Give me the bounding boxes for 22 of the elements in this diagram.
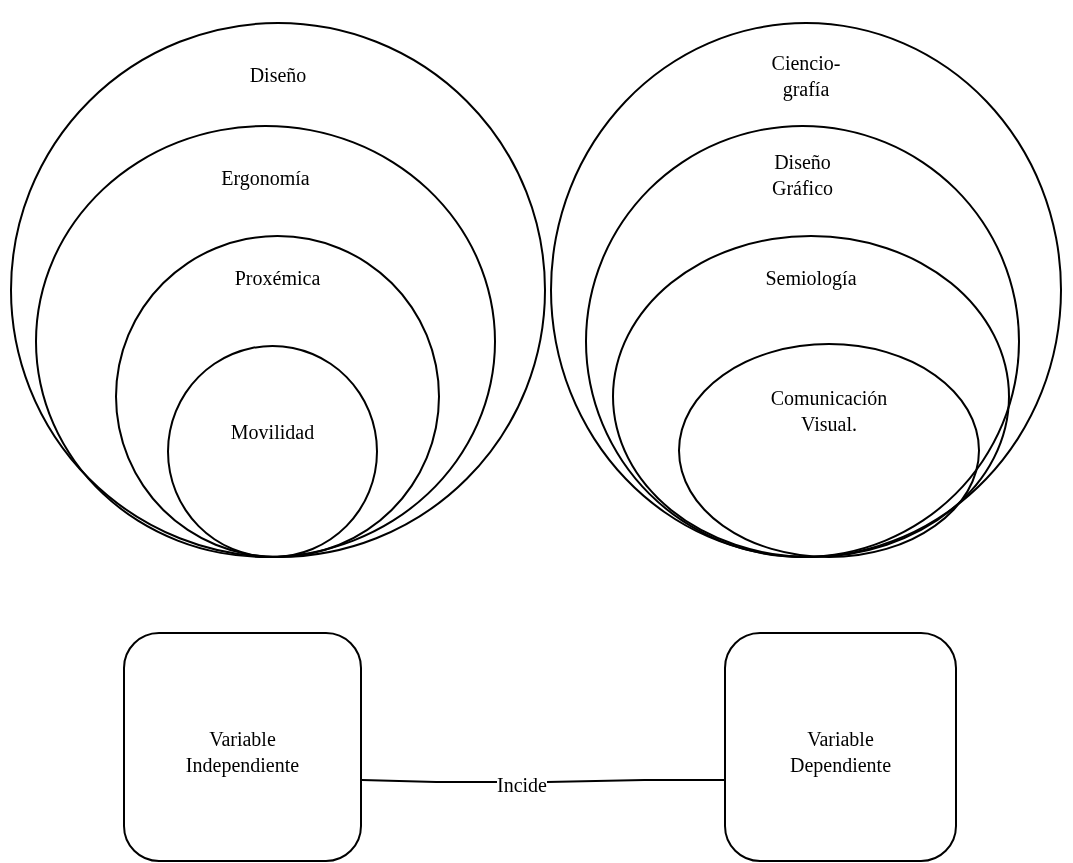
circle-label: Ciencio-grafía (770, 51, 842, 102)
box-label: Variable Independiente (184, 727, 301, 778)
nested-circle (115, 235, 440, 558)
nested-circle (678, 343, 980, 558)
circle-label: Diseño Gráfico (770, 150, 835, 201)
nested-circle (167, 345, 378, 558)
circle-label: Ergonomía (220, 166, 311, 191)
circle-label: Semiología (764, 266, 858, 291)
circle-label: Diseño (248, 63, 308, 88)
nested-circle (612, 235, 1010, 558)
circle-label: Movilidad (229, 420, 316, 445)
connector-line (546, 779, 725, 783)
nested-circle (35, 125, 496, 558)
rounded-box (724, 632, 957, 862)
box-label: Variable Dependiente (788, 727, 893, 778)
circle-label: Comunicación Visual. (769, 386, 889, 437)
rounded-box (123, 632, 362, 862)
nested-circle (10, 22, 546, 558)
circle-label: Proxémica (233, 266, 322, 291)
nested-circle (585, 125, 1020, 558)
nested-circle (550, 22, 1062, 558)
connector-line (361, 779, 498, 783)
